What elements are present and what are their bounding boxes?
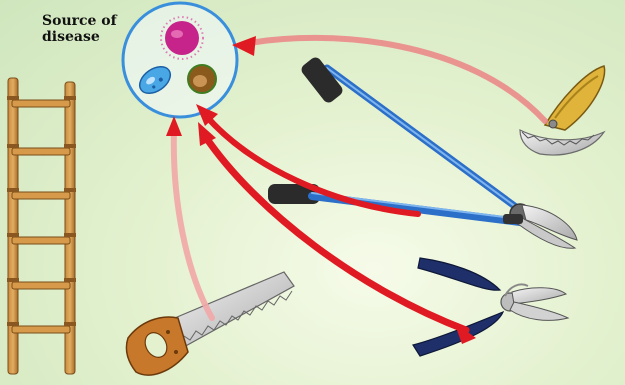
arrow-saw-to-source	[166, 116, 212, 318]
hand-saw-icon	[126, 272, 294, 375]
ladder-icon	[7, 78, 76, 374]
hand-pruners-icon	[413, 258, 568, 356]
source-of-disease-label: Source of disease	[42, 13, 152, 45]
loppers-lower-handle	[268, 184, 577, 248]
arrow-pruning-saw-to-source	[232, 36, 545, 121]
